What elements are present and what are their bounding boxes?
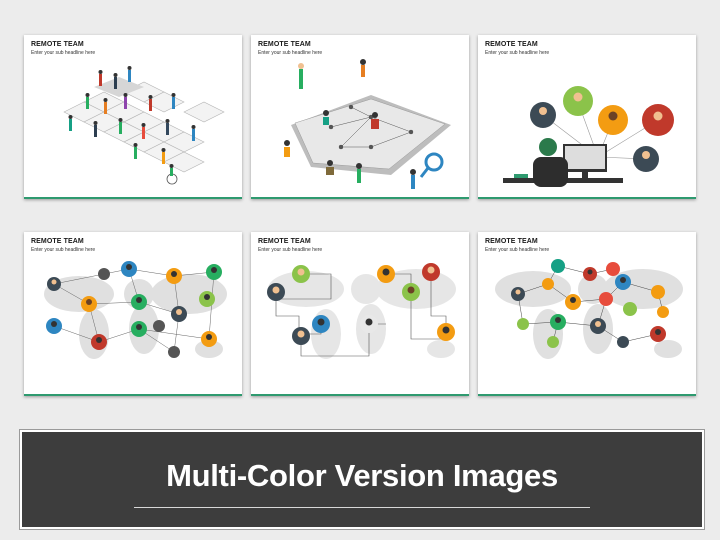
slide-thumbnail-2[interactable]: REMOTE TEAM Enter your sub headline here [251,35,469,199]
slide-thumbnail-4[interactable]: REMOTE TEAM Enter your sub headline here [24,232,242,396]
slide-thumbnail-1[interactable]: REMOTE TEAM Enter your sub headline here [24,35,242,199]
world-map-avatars-1 [44,261,227,359]
world-map-avatars-3 [495,259,683,359]
slide-thumbnail-5[interactable]: REMOTE TEAM Enter your sub headline here [251,232,469,396]
slide-title: REMOTE TEAM [31,238,84,245]
slide-subtitle: Enter your sub headline here [485,50,550,56]
slide-subtitle: Enter your sub headline here [258,247,323,253]
desk-avatar-illustration [503,86,674,187]
slide-thumbnail-6[interactable]: REMOTE TEAM Enter your sub headline here [478,232,696,396]
slide-title: REMOTE TEAM [258,41,311,48]
isometric-team-illustration [63,66,225,185]
slide-title: REMOTE TEAM [31,41,84,48]
slide-title: REMOTE TEAM [258,238,311,245]
map-network-illustration [284,59,451,189]
slide-thumbnail-3[interactable]: REMOTE TEAM Enter your sub headline here [478,35,696,199]
slide-subtitle: Enter your sub headline here [31,247,96,253]
slide-title: REMOTE TEAM [485,41,538,48]
slide-subtitle: Enter your sub headline here [258,50,323,56]
slide-subtitle: Enter your sub headline here [485,247,550,253]
title-banner: Multi-Color Version Images [20,430,704,529]
world-map-avatars-2 [267,263,456,359]
banner-underline [134,507,590,508]
slide-subtitle: Enter your sub headline here [31,50,96,56]
banner-title: Multi-Color Version Images [166,458,558,493]
slide-title: REMOTE TEAM [485,238,538,245]
